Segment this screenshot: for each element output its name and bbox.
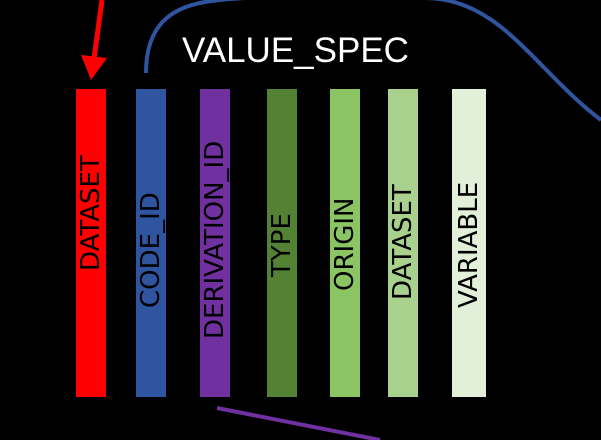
code-id-connector-curve — [144, 0, 601, 122]
derivation-id-column: DERIVATION_ID — [200, 89, 230, 397]
incoming-arrow-head — [81, 55, 107, 80]
incoming-arrow — [90, 0, 105, 67]
code-id-column-label: CODE_ID — [136, 192, 166, 308]
type-column-label: TYPE — [267, 213, 297, 277]
dataset-column: DATASET — [76, 89, 106, 397]
second-dataset-column-label: DATASET — [388, 184, 418, 300]
variable-column: VARIABLE — [452, 89, 486, 397]
origin-column: ORIGIN — [330, 89, 360, 397]
origin-column-label: ORIGIN — [330, 197, 360, 291]
derivation-id-column-label: DERIVATION_ID — [200, 140, 230, 339]
type-column: TYPE — [267, 89, 297, 397]
second-dataset-column: DATASET — [388, 89, 418, 397]
dataset-column-label: DATASET — [76, 155, 106, 271]
derivation-id-connector-line — [216, 406, 381, 440]
code-id-column: CODE_ID — [136, 89, 166, 397]
variable-column-label: VARIABLE — [454, 181, 484, 308]
entity-title: VALUE_SPEC — [182, 31, 409, 70]
